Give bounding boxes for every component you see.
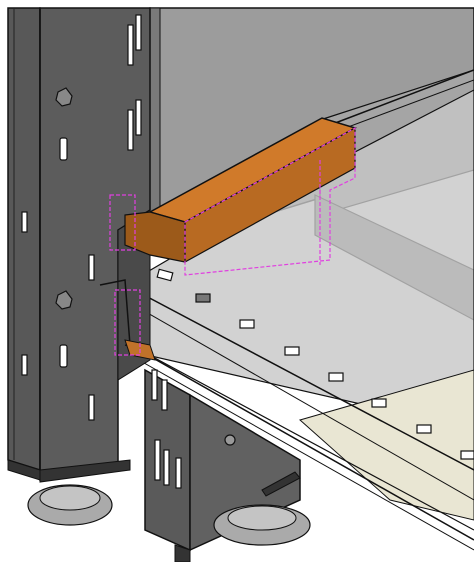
rect-slot-icon (460, 450, 474, 460)
rect-slot-icon (284, 346, 300, 356)
rect-slot-icon (156, 268, 174, 282)
front-bracket (144, 368, 311, 562)
leveling-foot-icon (213, 504, 311, 546)
shelf-tray (124, 69, 474, 551)
left-upright (7, 7, 151, 526)
rect-slot-icon (239, 319, 255, 329)
leveling-foot-icon (27, 484, 113, 526)
rect-slot-icon (416, 424, 432, 434)
shelf-slots (156, 268, 474, 460)
rect-slot-icon (328, 372, 344, 382)
rect-slot-icon (371, 398, 387, 408)
selection-outline (109, 126, 356, 356)
rect-slot-icon (195, 293, 211, 303)
